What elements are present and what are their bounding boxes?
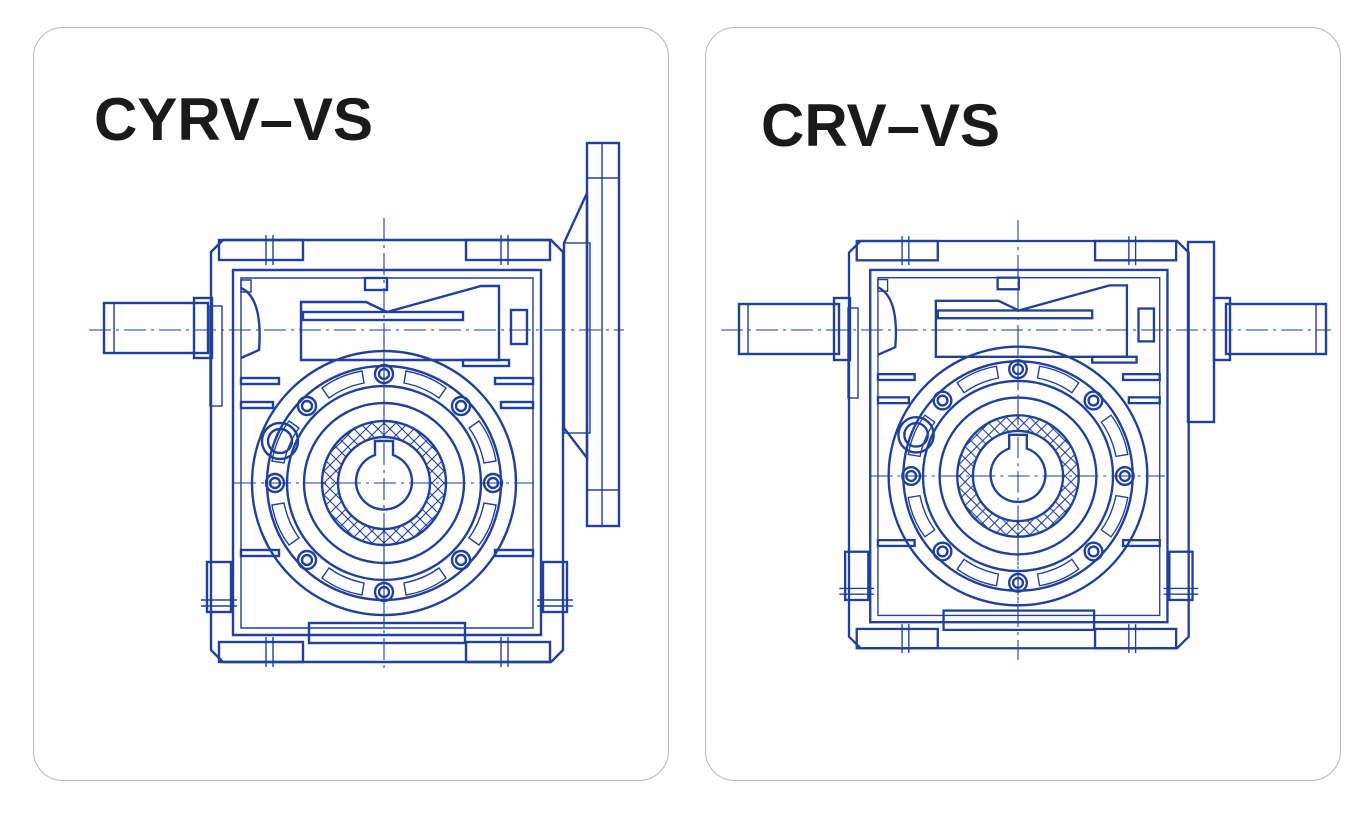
panel-cyrv-vs: CYRV–VS	[33, 27, 669, 781]
input-shaft-left	[737, 296, 859, 399]
input-shaft	[102, 296, 223, 407]
panel-title: CYRV–VS	[94, 86, 374, 153]
panel-title: CRV–VS	[761, 92, 1001, 159]
gearbox-drawing-crv-vs	[721, 220, 1331, 660]
worm-wheel	[232, 336, 536, 630]
input-shaft-right	[1186, 240, 1328, 424]
gearbox-drawing-cyrv-vs	[89, 141, 624, 673]
panel-crv-vs: CRV–VS	[705, 27, 1341, 781]
output-flange	[562, 141, 621, 528]
worm-wheel	[869, 332, 1167, 620]
